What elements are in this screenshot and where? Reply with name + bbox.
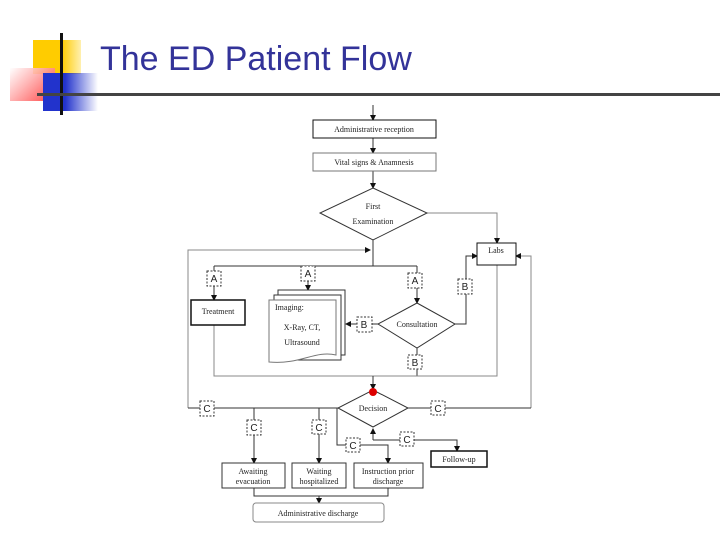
logo-vertical-line (60, 33, 63, 115)
slide-title: The ED Patient Flow (100, 40, 412, 78)
imaging-label-1: Imaging: (275, 303, 304, 312)
instruction-label-1: Instruction prior (362, 467, 415, 476)
connector-c: C (403, 435, 410, 446)
connector-a: A (412, 276, 419, 287)
node-waiting-hospitalized: Waiting hospitalized (291, 462, 347, 489)
waiting-label-1: Waiting (306, 467, 331, 476)
connectors: A A A B B B C C C C C C (199, 265, 473, 453)
imaging-label-3: Ultrasound (284, 338, 320, 347)
node-admin-reception: Administrative reception (312, 119, 437, 139)
red-marker-dot (369, 388, 377, 396)
first-exam-label-2: Examination (353, 217, 394, 226)
admin-reception-label: Administrative reception (334, 125, 414, 134)
labs-label: Labs (488, 246, 504, 255)
title-rule (37, 93, 720, 96)
connector-c: C (315, 423, 322, 434)
follow-up-label: Follow-up (442, 455, 475, 464)
connector-b: B (462, 282, 469, 293)
node-instruction-discharge: Instruction prior discharge (353, 462, 424, 489)
node-decision: Decision (336, 388, 410, 428)
awaiting-label-1: Awaiting (238, 467, 267, 476)
consultation-label: Consultation (397, 320, 438, 329)
connector-a: A (305, 269, 312, 280)
decision-label: Decision (359, 404, 387, 413)
node-imaging: Imaging: X-Ray, CT, Ultrasound (268, 289, 346, 363)
node-treatment: Treatment (190, 299, 246, 326)
connector-c: C (203, 404, 210, 415)
vital-signs-label: Vital signs & Anamnesis (334, 158, 413, 167)
waiting-label-2: hospitalized (300, 477, 339, 486)
imaging-label-2: X-Ray, CT, (284, 323, 320, 332)
node-first-examination: First Examination (318, 187, 429, 241)
connector-a: A (211, 274, 218, 285)
node-consultation: Consultation (376, 302, 456, 349)
connector-c: C (434, 404, 441, 415)
node-labs: Labs (476, 242, 517, 266)
first-exam-label-1: First (366, 202, 381, 211)
node-vital-signs: Vital signs & Anamnesis (312, 152, 437, 172)
connector-b: B (361, 320, 368, 331)
connector-c: C (250, 423, 257, 434)
connector-b: B (412, 358, 419, 369)
instruction-label-2: discharge (373, 477, 404, 486)
admin-discharge-label: Administrative discharge (278, 509, 359, 518)
node-follow-up: Follow-up (430, 450, 488, 468)
logo-blue-square (43, 73, 98, 111)
treatment-label: Treatment (202, 307, 235, 316)
node-awaiting-evacuation: Awaiting evacuation (221, 462, 286, 489)
connector-c: C (349, 441, 356, 452)
node-admin-discharge: Administrative discharge (252, 502, 385, 523)
awaiting-label-2: evacuation (236, 477, 271, 486)
